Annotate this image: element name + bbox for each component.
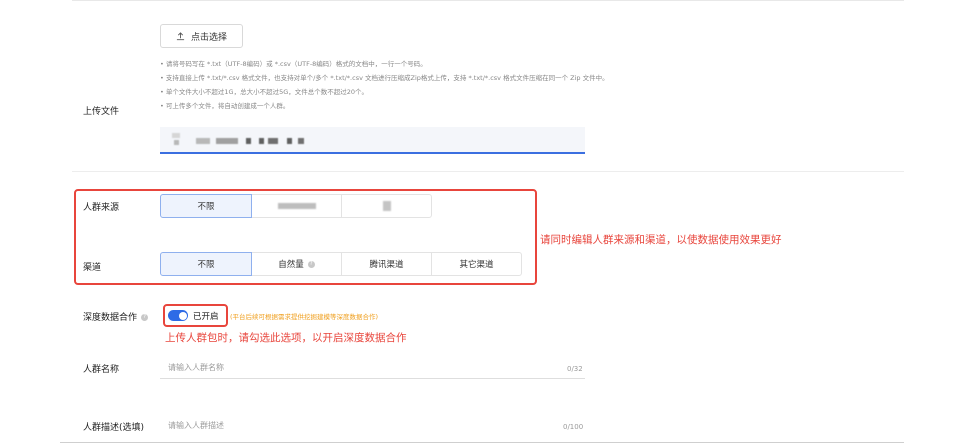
audience-name-underline (160, 378, 585, 379)
upload-file-label: 上传文件 (83, 107, 120, 117)
redacted-option-label (382, 201, 391, 211)
uploaded-file-item[interactable] (160, 127, 585, 154)
upload-hints: • 请将号码写在 *.txt（UTF-8编码）或 *.csv（UTF-8编码）格… (160, 57, 609, 113)
source-option-label: 不限 (197, 202, 215, 212)
annotation-highlight-box (74, 189, 537, 285)
upload-hint: • 支持直接上传 *.txt/*.csv 格式文件，也支持对单个/多个 *.tx… (160, 74, 609, 82)
redacted-filename (259, 138, 264, 144)
channel-selector: 不限 自然量 ? 腾讯渠道 其它渠道 (160, 252, 522, 276)
redacted-filename (174, 140, 179, 145)
audience-desc-input[interactable]: 请输入人群描述 (168, 421, 224, 430)
select-file-label: 点击选择 (190, 32, 227, 43)
annotation-deep-data: 上传人群包时，请勾选此选项，以开启深度数据合作 (165, 332, 407, 344)
channel-option-label: 不限 (197, 260, 215, 270)
source-option-redacted[interactable] (251, 194, 342, 218)
audience-source-selector: 不限 (160, 194, 432, 218)
deep-data-toggle[interactable] (168, 310, 188, 321)
source-option-unlimited[interactable]: 不限 (160, 194, 252, 218)
channel-label: 渠道 (83, 263, 102, 273)
deep-data-note: (平台后续可根据需求提供挖掘建模等深度数据合作) (230, 313, 379, 321)
channel-option-unlimited[interactable]: 不限 (160, 252, 252, 276)
upload-hint: • 单个文件大小不超过1G，总大小不超过5G，文件总个数不超过20个。 (160, 88, 369, 96)
channel-option-label: 其它渠道 (459, 260, 494, 270)
audience-source-label: 人群来源 (83, 203, 120, 213)
redacted-filename (196, 138, 210, 144)
source-option-redacted[interactable] (341, 194, 432, 218)
deep-data-label: 深度数据合作? (83, 310, 149, 323)
bottom-divider (60, 442, 904, 443)
redacted-option-label (277, 203, 316, 209)
redacted-filename (287, 138, 292, 144)
deep-data-label-text: 深度数据合作 (83, 313, 138, 323)
audience-name-input[interactable]: 请输入人群名称 (168, 363, 224, 372)
annotation-highlight-box (163, 304, 228, 327)
toggle-knob (178, 311, 187, 320)
channel-option-label: 自然量 (278, 260, 304, 270)
redacted-filename (172, 133, 180, 138)
upload-hint: • 请将号码写在 *.txt（UTF-8编码）或 *.csv（UTF-8编码）格… (160, 60, 427, 68)
redacted-filename (216, 138, 238, 144)
annotation-source-channel: 请同时编辑人群来源和渠道，以使数据使用效果更好 (540, 234, 782, 246)
help-icon[interactable]: ? (141, 314, 149, 321)
channel-option-tencent[interactable]: 腾讯渠道 (341, 252, 432, 276)
select-file-button[interactable]: 点击选择 (160, 24, 243, 48)
audience-desc-label: 人群描述(选填) (83, 423, 145, 433)
upload-icon (176, 31, 185, 40)
audience-name-counter: 0/32 (567, 365, 583, 373)
toggle-state-label: 已开启 (193, 312, 219, 322)
channel-option-label: 腾讯渠道 (369, 260, 404, 270)
redacted-filename (246, 138, 251, 144)
top-divider (72, 0, 904, 1)
upload-hint: • 可上传多个文件，将自动创建成一个人群。 (160, 102, 290, 110)
redacted-filename (268, 138, 278, 144)
section-divider (72, 171, 904, 172)
audience-desc-counter: 0/100 (563, 423, 584, 431)
help-icon[interactable]: ? (307, 260, 315, 268)
audience-name-label: 人群名称 (83, 365, 120, 375)
redacted-filename (298, 138, 304, 144)
channel-option-other[interactable]: 其它渠道 (431, 252, 522, 276)
